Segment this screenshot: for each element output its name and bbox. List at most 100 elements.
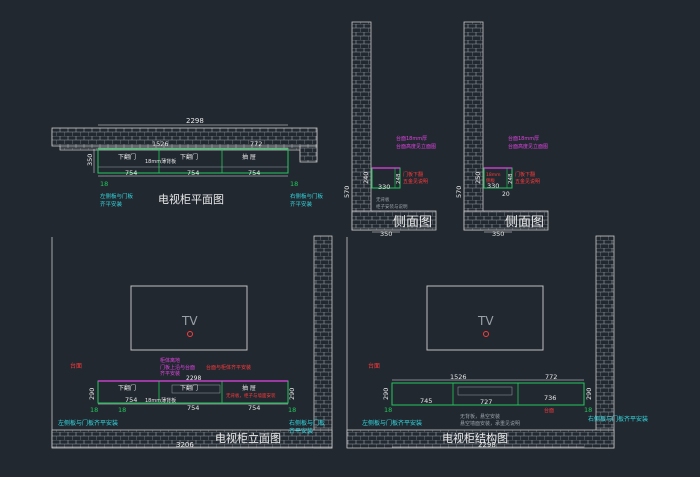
struct-tv-label: TV [477,314,494,328]
struct-tv-marker [483,331,489,337]
elev-dim-left-gap: 18 [90,406,98,414]
side2-title: 侧面图 [505,215,544,230]
side2-note-door-2: 五金见说明 [515,178,540,185]
struct-note-left: 左侧板与门板齐平安装 [362,419,422,427]
side1-dim-inner-h: 248 [396,173,402,184]
plan-wall-right [299,145,318,163]
side2-note-top-2: 台面高度见立面图 [508,143,548,150]
side1-dim-cab-h: 240 [362,172,370,184]
elev-seg-1: 754 [125,396,137,404]
plan-seg-2: 754 [187,169,199,177]
struct-title: 电视柜结构图 [442,431,508,445]
side1-title: 侧面图 [393,215,432,230]
elev-door-2: 下翻门 [180,384,198,392]
side2-note-side-2: 侧板 [486,177,495,184]
elevation-view: TV 下翻门 下翻门 抽 屉 18mm薄背板 柜体离地 门板上沿与台面 齐平安装… [51,235,333,449]
struct-dim-left-h: 290 [382,388,390,400]
elev-note-red-left: 台面 [70,362,82,370]
side2-note-top: 台面18mm厚 [508,135,539,142]
side1-wall-vertical [351,21,372,231]
struct-floor [346,429,615,449]
plan-dim-mid: 1526 [152,140,169,148]
plan-drawer: 抽 屉 [242,153,256,161]
struct-dim-total: 2298 [478,441,496,449]
elev-dim-mid-gap: 18 [118,406,126,414]
elev-note-red: 台面与柜体齐平安装 [206,364,251,371]
side2-note-door: 门板下翻 [515,171,535,178]
struct-dim-right-h: 290 [585,388,593,400]
plan-note-left: 左侧板与门板 [100,192,134,200]
side1-note-body: 无背板 [376,196,390,203]
side2-dim-inner-h: 248 [508,173,514,184]
side1-dim-inner: 330 [378,183,390,191]
structure-view: TV 1526 772 745 727 736 无背板，悬空安装 悬空墙面安装，… [346,235,648,449]
side2-dim-inner: 330 [487,182,499,190]
struct-seg-1: 745 [420,397,432,405]
elev-note-magenta: 门板上沿与台面 [160,364,195,371]
plan-seg-3: 754 [248,169,260,177]
elev-seg-2: 754 [187,404,199,412]
plan-dim-total: 2298 [186,117,204,125]
plan-wall-top [51,127,318,147]
plan-dim-depth: 350 [86,154,94,166]
elev-door-1: 下翻门 [118,384,136,392]
elev-tv-marker [187,331,193,337]
side-view-1: 台面18mm厚 台面高度见立面图 门板下翻 五金见说明 240 248 330 … [343,21,437,238]
plan-seg-1: 754 [125,169,137,177]
side2-dim-gap: 20 [502,191,510,198]
struct-note-body: 无背板，悬空安装 [460,413,500,420]
struct-note-right: 右侧板与门板齐平安装 [588,415,648,423]
side2-dim-width: 350 [492,230,504,238]
struct-dim-right: 772 [545,373,557,381]
struct-note-body-2: 悬空墙面安装，承重见说明 [460,420,520,427]
side1-note-top-2: 台面高度见立面图 [396,143,436,150]
plan-title: 电视柜平面图 [158,192,224,206]
side2-dim-height: 570 [455,186,463,198]
struct-cabinet [391,382,585,406]
elev-note-left: 左侧板与门板齐平安装 [58,419,118,427]
elev-note-red-2: 无背板，柜子与墙面安装 [226,392,276,399]
elev-title: 电视柜立面图 [215,431,281,445]
plan-door-2: 下翻门 [180,153,198,161]
elev-note-right-2: 齐平安装 [289,427,313,435]
elev-note-top: 柜体离地 [160,357,180,364]
side2-wall-floor [463,210,549,231]
plan-dim-right-gap: 18 [290,180,298,188]
struct-tv [426,285,544,351]
elev-wall-right [313,235,333,449]
plan-dim-right: 772 [250,140,262,148]
struct-note-red-2: 台面 [544,407,554,414]
elev-note-magenta-2: 齐平安装 [160,370,180,377]
plan-shelf: 18mm薄背板 [145,158,176,165]
elev-tv [130,285,248,351]
plan-door-1: 下翻门 [118,153,136,161]
elev-note-right: 右侧板与门板 [289,419,325,427]
plan-note-right: 右侧板与门板 [290,192,324,200]
elev-dim-height: 290 [88,388,96,400]
side1-dim-width: 350 [380,230,392,238]
elev-dim-total: 3206 [176,441,194,449]
plan-note-right-2: 齐平安装 [290,200,313,208]
struct-dim-left-gap: 18 [384,406,392,414]
struct-dim-right-gap: 18 [584,406,592,414]
elev-floor [51,429,333,449]
side1-dim-height: 570 [343,186,351,198]
struct-seg-3: 736 [544,394,556,402]
struct-dim-mid: 1526 [450,373,467,381]
side1-note-body-2: 柜子安装与说明 [376,203,408,210]
side-view-2: 台面18mm厚 台面高度见立面图 门板下翻 五金见说明 18mm 侧板 250 … [455,21,549,238]
side1-note-top: 台面18mm厚 [396,135,427,142]
side2-note-side: 18mm [486,172,501,178]
elev-dim-right-h: 290 [288,388,296,400]
elev-dim-inner: 2298 [186,375,201,382]
side2-dim-cab-h: 250 [474,172,482,184]
plan-cabinet [97,148,289,174]
elev-tv-label: TV [181,314,198,328]
side2-wall-vertical [463,21,484,231]
elev-seg-3: 754 [248,404,260,412]
plan-note-left-2: 齐平安装 [100,200,123,208]
plan-dim-left-gap: 18 [100,180,108,188]
struct-note-red: 台面 [368,362,380,370]
side1-note-door-2: 五金见说明 [403,178,428,185]
